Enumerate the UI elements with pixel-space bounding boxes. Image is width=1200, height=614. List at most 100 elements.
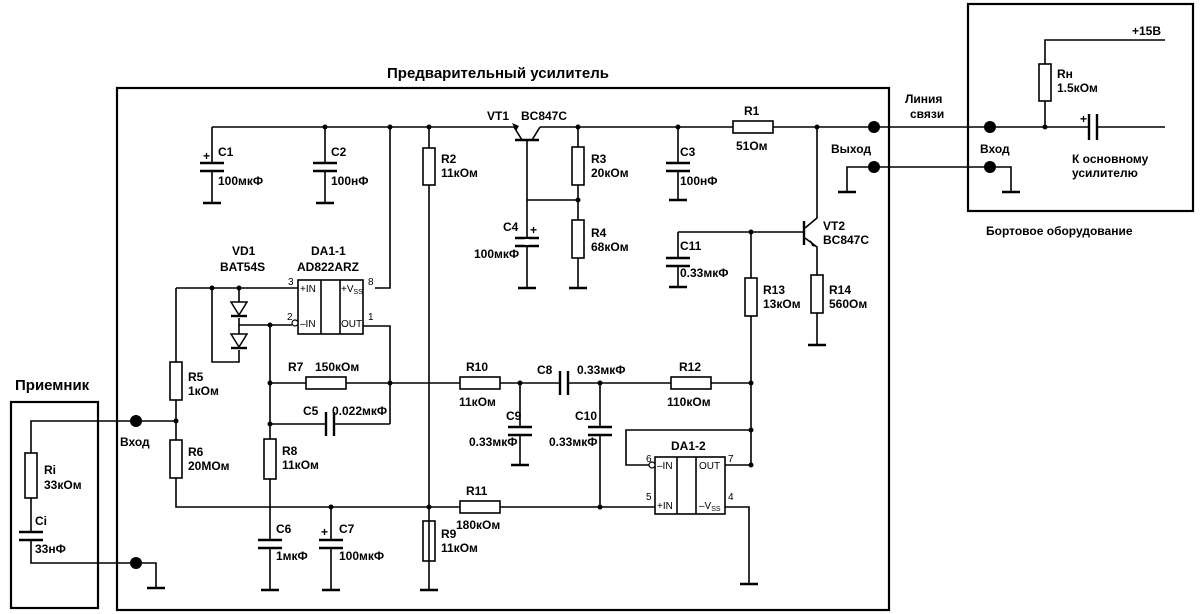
c4-gap (525, 239, 529, 245)
da1-1-vss: +VSS (341, 284, 363, 296)
r10-value: 11кОм (459, 395, 496, 409)
main-amp-label-1: К основному (1072, 152, 1149, 166)
da1-2-pin5: 5 (646, 492, 652, 503)
output-ground-wire (846, 166, 990, 192)
c7-label: C7 (339, 522, 355, 536)
resistor-r3 (571, 146, 585, 186)
da1-2-pin7: 7 (728, 454, 734, 465)
r14-value: 560Ом (829, 297, 867, 311)
coupling-capacitor: + (1080, 112, 1099, 140)
output-label: Выход (831, 142, 871, 156)
feedback-r7-wire (269, 325, 460, 424)
vt1-label: VT1 (487, 109, 509, 123)
da1-2-minus-in: –IN (657, 461, 673, 472)
r13-label: R13 (763, 283, 785, 297)
r6-label: R6 (188, 445, 204, 459)
da1-2-label: DA1-2 (671, 439, 706, 453)
vd1-value: BAT54S (220, 260, 265, 274)
receiver-wire (30, 420, 136, 564)
resistor-r1 (732, 120, 774, 134)
resistor-r11 (459, 500, 501, 514)
c9-label: C9 (506, 409, 522, 423)
r8-value: 11кОм (282, 458, 319, 472)
onboard-input-signal (984, 121, 996, 133)
svg-text:+: + (530, 223, 537, 237)
transistor-vt2: VT2 BC847C (678, 127, 869, 275)
resistor-r12 (670, 376, 712, 390)
vt2-label: VT2 (823, 219, 845, 233)
r11-label: R11 (466, 484, 488, 498)
resistor-rn (1038, 63, 1052, 102)
vt2-value: BC847C (823, 233, 869, 247)
ci-value: 33нФ (35, 542, 66, 556)
capacitor-c2: C2 100нФ (313, 127, 369, 205)
da1-1-pin8: 8 (368, 277, 374, 288)
r12-label: R12 (679, 360, 701, 374)
r3-value: 20кОм (591, 166, 629, 180)
r12-value: 110кОм (667, 395, 711, 409)
output-terminal-signal (868, 121, 880, 133)
c8-value: 0.33мкФ (577, 363, 625, 377)
c6-label: C6 (276, 522, 292, 536)
r2-label: R2 (441, 152, 457, 166)
c11-label: C11 (680, 239, 702, 253)
rn-label: Rн (1057, 67, 1073, 81)
onboard-title: Бортовое оборудование (986, 224, 1133, 238)
rn-value: 1.5кОм (1057, 81, 1098, 95)
ri-value: 33кОм (44, 478, 82, 492)
resistor-ri (24, 452, 38, 499)
c2-label: C2 (331, 145, 347, 159)
resistor-r9 (422, 520, 436, 562)
da1-2-plus-in: +IN (657, 501, 673, 512)
c9-value: 0.33мкФ (469, 435, 517, 449)
svg-text:+: + (203, 149, 210, 163)
c3-value: 100нФ (680, 174, 718, 188)
r4-label: R4 (591, 226, 607, 240)
ri-label: Ri (44, 463, 56, 477)
da1-1-minus-in: –IN (300, 319, 316, 330)
da1-1-pin2: 2 (287, 312, 293, 323)
r11-value: 180кОм (456, 518, 500, 532)
resistor-r13 (744, 277, 758, 317)
c6-value: 1мкФ (276, 549, 308, 563)
r9-label: R9 (441, 527, 457, 541)
vt1-value: BC847C (521, 109, 567, 123)
resistor-r5 (169, 361, 183, 401)
resistor-r6 (169, 439, 183, 479)
line-label-2: связи (910, 107, 944, 121)
resistor-r8 (263, 438, 277, 480)
capacitor-c3: C3 100нФ (666, 127, 718, 202)
da1-1-out: OUT (341, 319, 362, 330)
c10-label: C10 (575, 409, 597, 423)
r7-value: 150кОм (315, 360, 359, 374)
da1-1-plus-in: +IN (300, 284, 316, 295)
da1-1-pin3: 3 (288, 277, 294, 288)
onboard-frame (966, 2, 1195, 213)
svg-text:+: + (1080, 112, 1087, 126)
da1-1-label: DA1-1 (311, 244, 346, 258)
ci-label: Ci (35, 514, 47, 528)
da1-2-vss: –VSS (699, 501, 721, 513)
c3-label: C3 (680, 145, 696, 159)
resistor-r2 (422, 147, 436, 186)
da1-2-vss-wire (725, 506, 750, 584)
supply-label: +15В (1132, 24, 1161, 38)
receiver-frame (9, 400, 100, 610)
r7-label: R7 (288, 360, 304, 374)
c2-value: 100нФ (331, 174, 369, 188)
vd1-label: VD1 (232, 244, 256, 258)
opamp-da1-2: –IN +IN OUT –VSS 6 5 7 4 (646, 454, 734, 515)
resistor-r7 (305, 376, 347, 390)
da1-1-output-wire (363, 325, 391, 424)
onboard-input-label: Вход (980, 142, 1010, 156)
c5-label: C5 (303, 404, 319, 418)
r5-label: R5 (188, 370, 204, 384)
line-label-1: Линия (905, 92, 942, 106)
opamp-da1-1: +IN –IN +VSS OUT 3 2 8 1 (287, 277, 374, 335)
c8-label: C8 (537, 363, 553, 377)
r1-label: R1 (744, 104, 760, 118)
capacitor-c4: + C4 100мкФ (474, 220, 539, 290)
r13-value: 13кОм (763, 297, 801, 311)
svg-text:+: + (321, 525, 328, 539)
preamp-frame (115, 86, 891, 612)
